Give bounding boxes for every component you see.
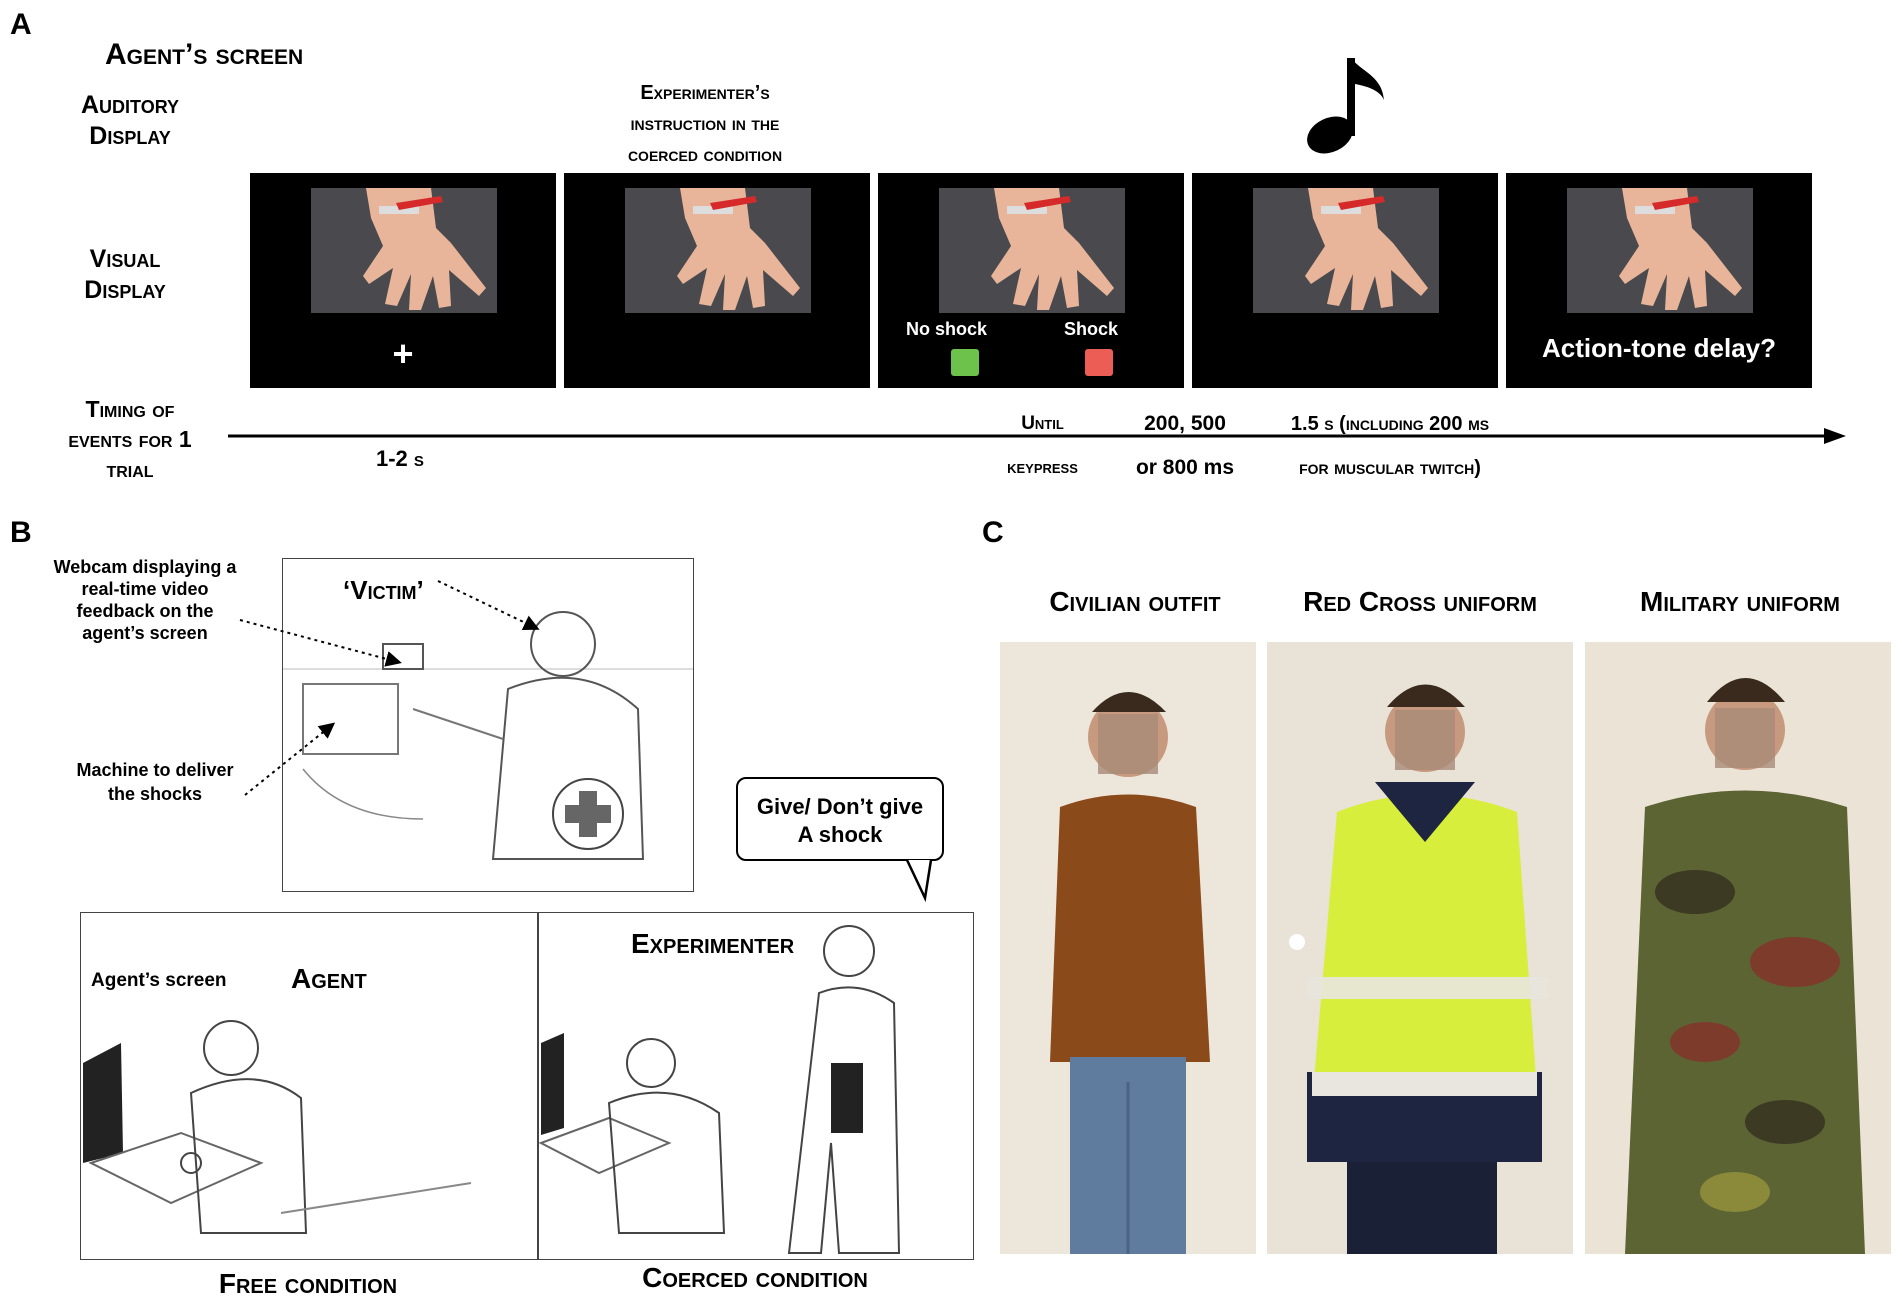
no-shock-label: No shock [906,319,988,339]
timing-tone-line2: for muscular twitch) [1299,457,1481,479]
panel-c-letter: C [982,516,1004,549]
free-condition-sketch: Agent’s screen Agent [80,912,538,1260]
instruction-note: Experimenter’s instruction in the coerce… [600,78,810,171]
screen-fixation: + [250,173,556,388]
hand-electrode-image [625,188,811,313]
victim-sketch: ‘Victim’ [282,558,694,892]
red-cross-figure [1289,684,1547,1254]
webcam-note-line1: Webcam displaying a [53,557,237,577]
music-note-icon [1307,58,1384,154]
bubble-line1: Give/ Don’t give [756,794,924,819]
auditory-label-line1: Auditory [80,91,180,119]
timing-until-keypress: Until keypress [980,402,1105,490]
hand-electrode-image [1567,188,1753,313]
shock-button[interactable] [1085,349,1113,376]
civilian-outfit-photo [1000,642,1256,1254]
red-cross-caption: Red Cross uniform [1303,586,1537,617]
timing-label-line3: trial [106,456,154,482]
military-figure [1625,678,1865,1254]
machine-note: Machine to deliver the shocks [55,758,255,806]
machine-note-line1: Machine to deliver [76,760,234,780]
timing-until-line1: Until [1021,413,1064,434]
timing-label: Timing of events for 1 trial [40,394,220,484]
hand-electrode-image [939,188,1125,313]
timing-delay-line1: 200, 500 [1144,412,1226,435]
panel-a-letter: A [10,8,32,41]
hand-electrode-image [311,188,497,313]
instruction-note-line2: instruction in the [630,113,780,135]
military-caption: Military uniform [1640,586,1840,617]
victim-label: ‘Victim’ [343,575,424,605]
victim-drawing [283,611,693,860]
screen-choice: No shock Shock [878,173,1184,388]
no-shock-button[interactable] [951,349,979,376]
webcam-note-line2: real-time video [81,579,209,599]
webcam-note: Webcam displaying a real-time video feed… [30,556,260,644]
webcam-note-line3: feedback on the [76,601,214,621]
bubble-line2: A shock [797,822,883,847]
instruction-note-line1: Experimenter’s [640,82,770,104]
visual-display-label: Visual Display [60,244,190,306]
timing-until-line2: keypress [1007,457,1078,478]
free-condition-caption: Free condition [218,1268,398,1299]
timing-tone-line1: 1.5 s (including 200 ms [1290,413,1490,435]
fixation-cross: + [392,333,414,374]
red-cross-uniform-photo [1267,642,1573,1254]
auditory-label-line2: Display [89,122,171,150]
auditory-display-label: Auditory Display [60,90,200,152]
timing-fixation: 1-2 s [376,446,424,471]
instruction-note-line3: coerced condition [627,144,783,166]
visual-label-line1: Visual [89,245,161,273]
action-tone-question: Action-tone delay? [1541,333,1776,363]
timeline-arrow [228,428,1846,444]
experimenter-label: Experimenter [631,928,795,959]
timing-delay-line2: or 800 ms [1135,456,1235,479]
experimenter-drawing [538,925,901,1254]
timing-label-line2: events for 1 [68,426,192,452]
instruction-speech-bubble: Give/ Don’t give A shock [736,777,944,861]
timing-label-line1: Timing of [85,396,175,422]
timing-delay: 200, 500 or 800 ms [1120,402,1250,490]
screen-question: Action-tone delay? [1506,173,1812,388]
civilian-figure [1050,692,1210,1254]
machine-note-line2: the shocks [107,784,203,804]
webcam-note-line4: agent’s screen [82,623,208,643]
visual-label-line2: Display [84,276,166,304]
agent-drawing [83,1020,472,1234]
coerced-condition-sketch: Experimenter [538,912,974,1260]
civilian-caption: Civilian outfit [1049,586,1221,617]
coerced-condition-caption: Coerced condition [642,1262,868,1293]
agent-label: Agent [291,963,367,994]
agent-screen-heading: Agent’s screen [105,38,304,71]
timing-tone: 1.5 s (including 200 ms for muscular twi… [1255,402,1525,490]
screen-tone [1192,173,1498,388]
agent-screen-label: Agent’s screen [91,970,227,991]
bubble-tail [905,859,933,902]
shock-label: Shock [1064,319,1119,339]
screen-instruction [564,173,870,388]
panel-b-letter: B [10,516,32,549]
hand-electrode-image [1253,188,1439,313]
military-uniform-photo [1585,642,1891,1254]
